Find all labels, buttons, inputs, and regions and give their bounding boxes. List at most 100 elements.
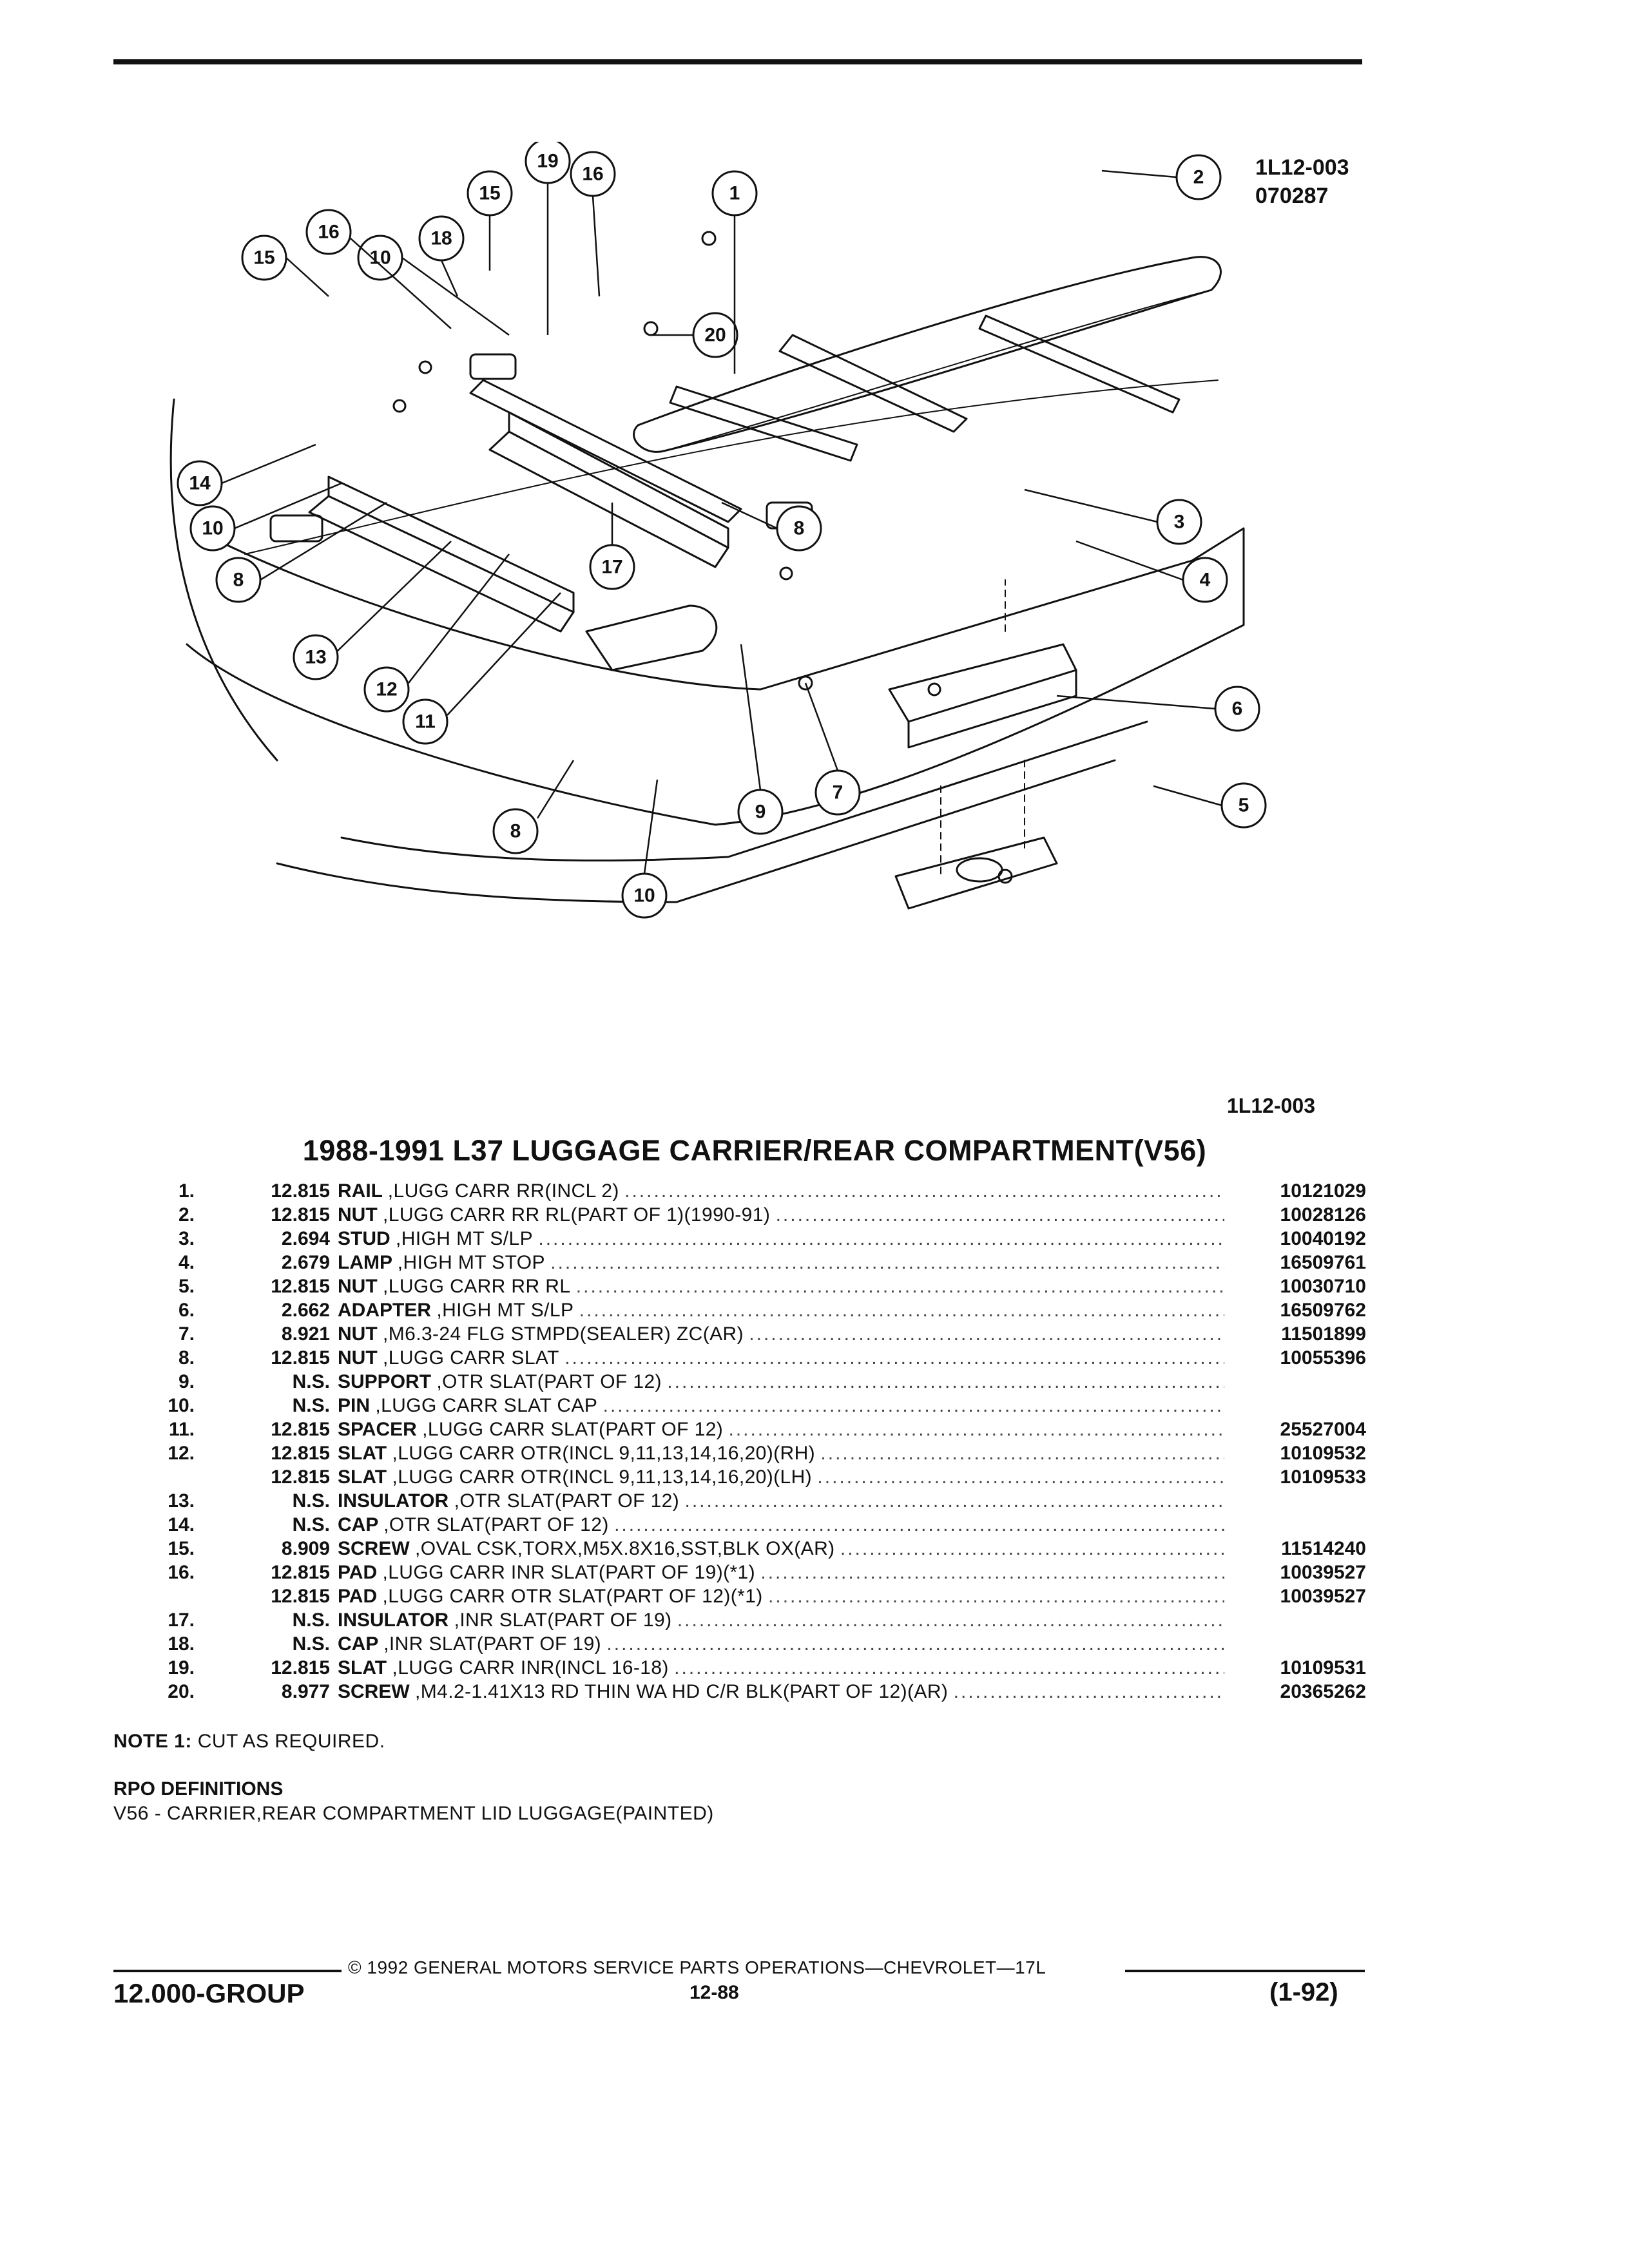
part-description: SPACER ,LUGG CARR SLAT(PART OF 12) .....… — [338, 1419, 1224, 1440]
item-number: 5. — [178, 1276, 195, 1297]
callout-11 — [402, 698, 448, 745]
note-text: CUT AS REQUIRED. — [197, 1731, 385, 1752]
slat-support — [585, 604, 718, 671]
deck-surface-line — [244, 380, 1219, 555]
item-number: 2. — [178, 1204, 195, 1225]
callout-label-14: 14 — [189, 473, 211, 494]
parts-row: 14.N.S.CAP ,OTR SLAT(PART OF 12) .......… — [116, 1513, 1366, 1537]
callout-label-15b: 15 — [479, 183, 500, 204]
part-description: SLAT ,LUGG CARR OTR(INCL 9,11,13,14,16,2… — [338, 1466, 1224, 1488]
part-name: SLAT — [338, 1466, 387, 1488]
part-name: SCREW — [338, 1681, 410, 1702]
section-title: 1988-1991 L37 LUGGAGE CARRIER/REAR COMPA… — [302, 1134, 1207, 1167]
part-number: 10109531 — [1280, 1657, 1366, 1678]
part-detail: ,LUGG CARR SLAT — [383, 1347, 559, 1369]
part-description: PIN ,LUGG CARR SLAT CAP ................… — [338, 1395, 1224, 1416]
page-number: 12-88 — [689, 1982, 739, 2003]
fender-curve — [169, 398, 278, 762]
part-detail: ,LUGG CARR RR RL — [383, 1276, 571, 1297]
callout-label-2: 2 — [1193, 167, 1204, 188]
part-detail: ,LUGG CARR SLAT CAP — [375, 1395, 598, 1416]
part-name: SLAT — [338, 1443, 387, 1464]
footer-rule-left — [113, 1970, 342, 1972]
copyright: © 1992 GENERAL MOTORS SERVICE PARTS OPER… — [348, 1957, 1046, 1977]
callout-label-13: 13 — [305, 647, 326, 668]
part-number: 11514240 — [1281, 1538, 1366, 1559]
item-number: 18. — [168, 1633, 195, 1655]
callout-16a — [305, 209, 352, 255]
part-description: NUT ,LUGG CARR SLAT ....................… — [338, 1347, 1224, 1369]
part-description: SLAT ,LUGG CARR INR(INCL 16-18) ........… — [338, 1657, 1224, 1678]
callout-label-10c: 10 — [633, 885, 655, 907]
inner-slat — [508, 411, 729, 549]
parts-row: 9.N.S.SUPPORT ,OTR SLAT(PART OF 12) ....… — [116, 1370, 1366, 1394]
item-number: 19. — [168, 1657, 195, 1678]
stop-lamp — [888, 643, 1077, 723]
part-detail: ,M4.2-1.41X13 RD THIN WA HD C/R BLK(PART… — [415, 1681, 949, 1702]
part-name: CAP — [338, 1633, 378, 1655]
part-description: LAMP ,HIGH MT STOP .....................… — [338, 1252, 1224, 1273]
callout-label-19: 19 — [537, 151, 558, 172]
callout-label-10a: 10 — [202, 518, 223, 539]
group-number: 8.921 — [281, 1323, 330, 1345]
item-number: 4. — [178, 1252, 195, 1273]
part-number: 16509761 — [1280, 1252, 1366, 1273]
part-description: NUT ,M6.3-24 FLG STMPD(SEALER) ZC(AR) ..… — [338, 1323, 1224, 1345]
part-number: 10040192 — [1280, 1228, 1366, 1249]
group-number: 12.815 — [271, 1466, 330, 1488]
part-number: 10109532 — [1280, 1443, 1366, 1464]
callout-label-1: 1 — [729, 183, 740, 204]
item-number: 8. — [178, 1347, 195, 1369]
part-detail: ,OTR SLAT(PART OF 12) — [383, 1514, 609, 1535]
parts-row: 13.N.S.INSULATOR ,OTR SLAT(PART OF 12) .… — [116, 1489, 1366, 1513]
part-detail: ,HIGH MT S/LP — [436, 1300, 574, 1321]
slat-cap-inner — [469, 353, 517, 380]
group-number: 2.694 — [281, 1228, 330, 1249]
group-number: N.S. — [292, 1371, 330, 1392]
callout-label-17: 17 — [601, 557, 622, 578]
part-name: RAIL — [338, 1180, 383, 1202]
item-number: 13. — [168, 1490, 195, 1512]
part-number: 25527004 — [1280, 1419, 1366, 1440]
part-number: 10028126 — [1280, 1204, 1366, 1225]
item-number: 20. — [168, 1681, 195, 1702]
callout-label-20: 20 — [704, 325, 726, 346]
part-detail: ,LUGG CARR RR RL(PART OF 1)(1990-91) — [383, 1204, 771, 1225]
group-number: 8.977 — [281, 1681, 330, 1702]
group-number: N.S. — [292, 1610, 330, 1631]
figure-code: 1L12-003 — [1227, 1094, 1315, 1117]
part-name: SPACER — [338, 1419, 417, 1440]
callout-label-7: 7 — [833, 782, 843, 803]
lamp-adapter — [894, 836, 1058, 910]
part-name: SCREW — [338, 1538, 410, 1559]
callout-8c — [492, 808, 539, 854]
callout-13 — [293, 634, 339, 680]
note: NOTE 1: CUT AS REQUIRED. — [113, 1731, 385, 1753]
body-crease — [340, 720, 1148, 862]
top-rule — [113, 59, 1362, 64]
part-detail: ,LUGG CARR OTR(INCL 9,11,13,14,16,20)(LH… — [392, 1466, 813, 1488]
slat-cap-left — [269, 514, 323, 543]
group-number: N.S. — [292, 1395, 330, 1416]
rpo-definition: V56 - CARRIER,REAR COMPARTMENT LID LUGGA… — [113, 1803, 714, 1824]
group-number: 12.815 — [271, 1443, 330, 1464]
body-edge-upper — [192, 527, 1193, 691]
part-name: PIN — [338, 1395, 371, 1416]
part-description: SLAT ,LUGG CARR OTR(INCL 9,11,13,14,16,2… — [338, 1443, 1224, 1464]
part-number: 10039527 — [1280, 1562, 1366, 1583]
part-description: SCREW ,M4.2-1.41X13 RD THIN WA HD C/R BL… — [338, 1681, 1224, 1702]
part-description: NUT ,LUGG CARR RR RL ...................… — [338, 1276, 1224, 1297]
part-description: CAP ,OTR SLAT(PART OF 12) ..............… — [338, 1514, 1224, 1535]
callout-label-18: 18 — [430, 228, 452, 249]
part-detail: ,OTR SLAT(PART OF 12) — [436, 1371, 662, 1392]
